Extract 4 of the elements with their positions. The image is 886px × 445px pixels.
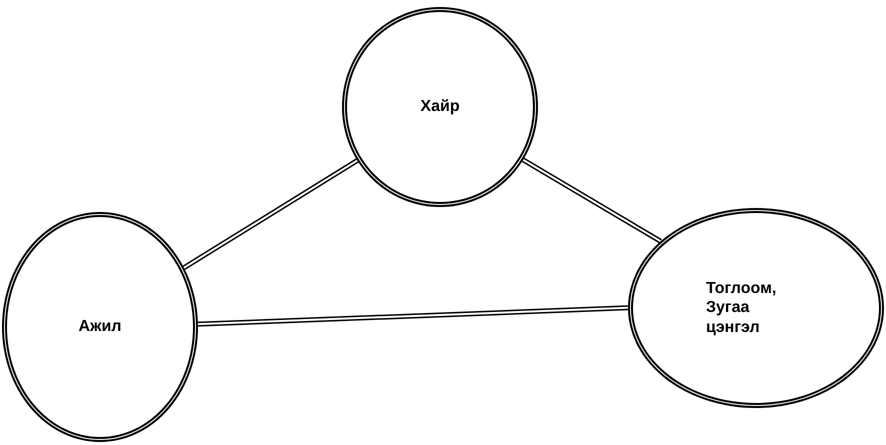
double-line <box>198 305 628 327</box>
node-label: Тоглоом, Зугаа цэнгэл <box>706 279 778 337</box>
node-label: Хайр <box>420 97 460 117</box>
node-label: Ажил <box>78 317 122 337</box>
